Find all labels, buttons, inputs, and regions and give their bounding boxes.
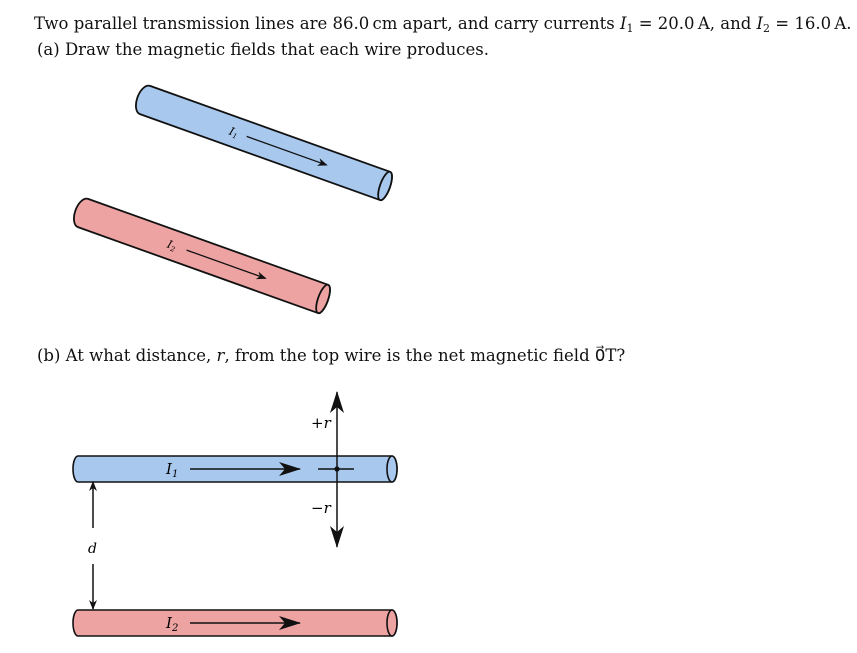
current-2-value: = 16.0 A. — [770, 14, 852, 33]
current-2-symbol: I — [756, 14, 764, 33]
current-1-symbol: I — [619, 14, 627, 33]
wire-1-horizontal: I1 — [72, 455, 398, 483]
intro-prefix: Two parallel transmission lines are 86.0… — [34, 14, 620, 33]
wire-1-tilted: I1 — [135, 84, 393, 202]
problem-statement: Two parallel transmission lines are 86.0… — [34, 14, 852, 34]
distance-variable: r — [216, 346, 225, 365]
plus-r-label: +r — [311, 414, 332, 432]
part-b-prefix: (b) At what distance, — [37, 346, 217, 365]
current-1-subscript: 1 — [626, 22, 634, 35]
distance-indicator: d — [88, 481, 97, 610]
current-2-subscript: 2 — [763, 22, 771, 35]
r-axis: +r −r — [311, 391, 344, 548]
part-b-suffix: , from the top wire is the net magnetic … — [224, 346, 626, 365]
wire-2-horizontal: I2 — [72, 609, 398, 637]
figure-b: I1 +r −r d I2 — [72, 391, 398, 637]
distance-d-label: d — [88, 541, 97, 557]
part-b-question: (b) At what distance, r, from the top wi… — [37, 346, 625, 366]
minus-r-label: −r — [311, 499, 332, 517]
figure-a: I1 I2 — [73, 84, 393, 315]
part-a-question: (a) Draw the magnetic fields that each w… — [37, 40, 489, 59]
current-1-value: = 20.0 A, and — [633, 14, 757, 33]
wire-2-tilted: I2 — [73, 197, 331, 315]
